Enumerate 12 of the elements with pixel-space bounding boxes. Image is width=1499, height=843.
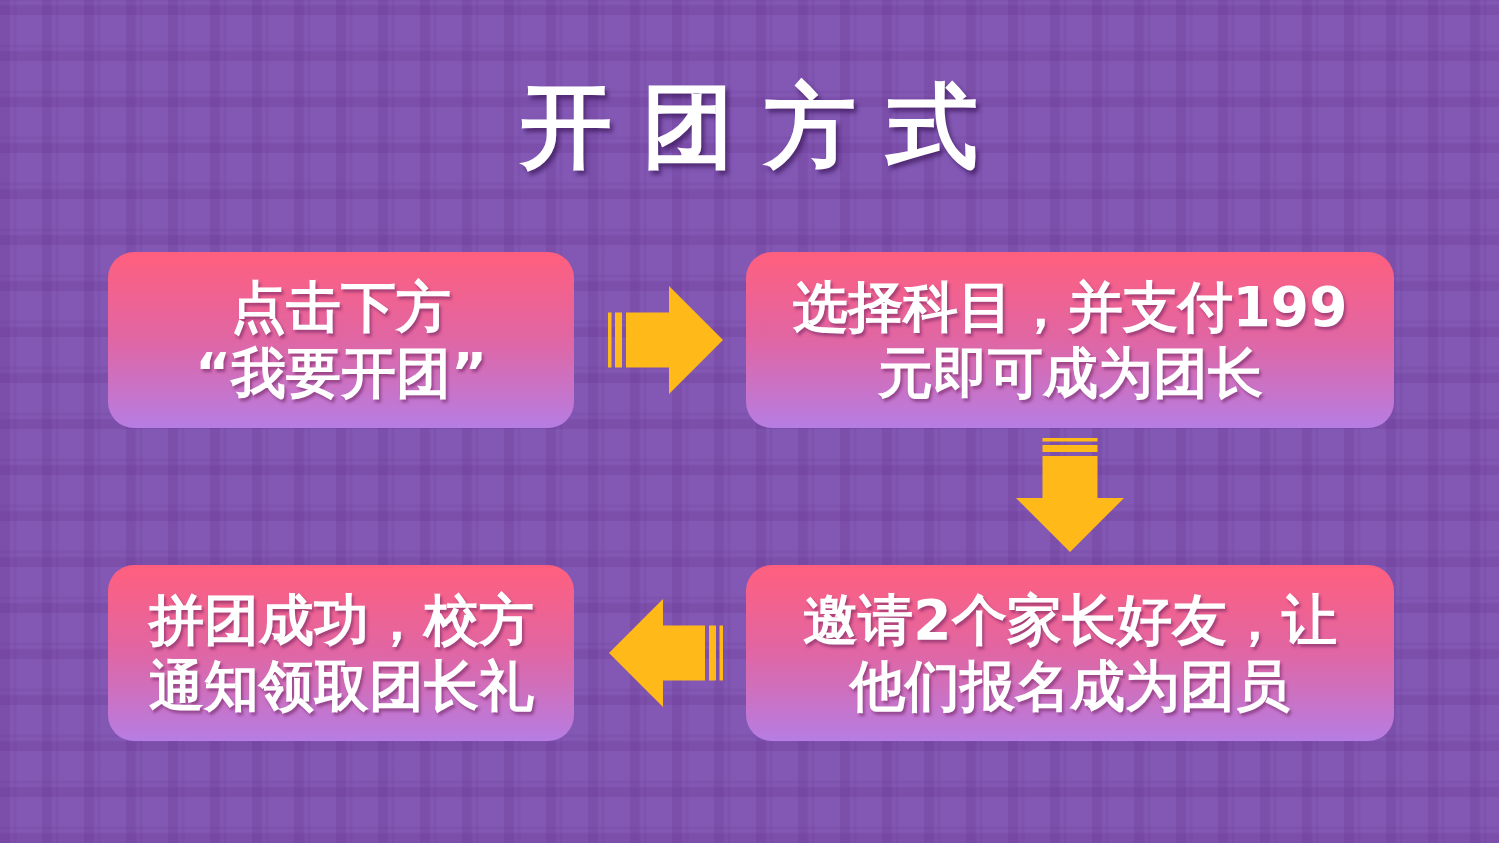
title: 开团方式 (518, 72, 1008, 182)
step-text: 拼团成功，校方通知领取团长礼 (147, 587, 535, 719)
step-box (108, 565, 574, 741)
step-box (108, 252, 574, 428)
step-text: 选择科目，并支付199元即可成为团长 (791, 274, 1349, 406)
step-text: 点击下方“我要开团” (194, 274, 488, 406)
step-box (746, 565, 1394, 741)
step-text: 邀请2个家长好友，让他们报名成为团员 (802, 587, 1338, 719)
block-arrow (609, 599, 723, 707)
block-arrow (1016, 438, 1124, 552)
step-box (746, 252, 1394, 428)
block-arrow (608, 286, 723, 394)
